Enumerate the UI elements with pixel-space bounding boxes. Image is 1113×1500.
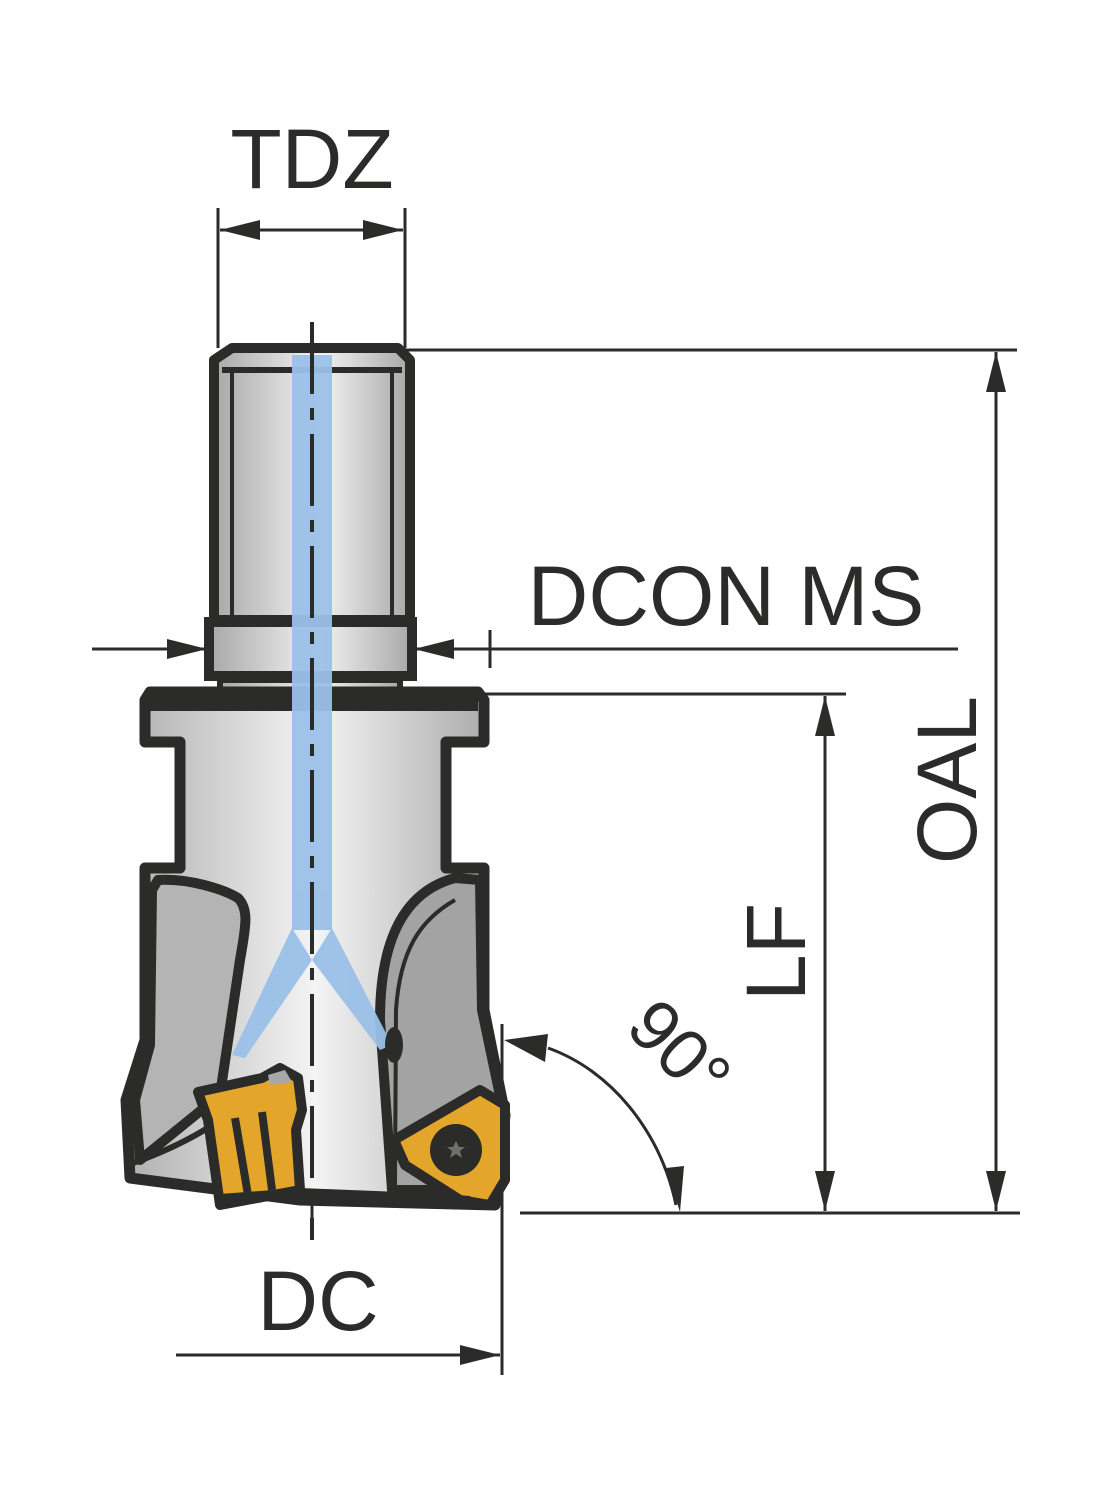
bottom-face xyxy=(219,1187,471,1204)
label-angle: 90° xyxy=(612,984,746,1118)
right-insert xyxy=(389,1085,510,1210)
label-oal: OAL xyxy=(900,696,994,864)
left-insert xyxy=(193,1063,307,1210)
dimension-dc: DC xyxy=(176,1200,500,1365)
label-dcon-ms: DCON MS xyxy=(528,549,925,643)
torx-icon xyxy=(447,1141,465,1158)
dimension-dcon-ms: DCON MS xyxy=(92,549,958,668)
coolant-outlet xyxy=(385,1027,403,1063)
dimension-tdz: TDZ xyxy=(216,112,407,348)
dimension-angle: 90° xyxy=(500,984,746,1375)
label-lf: LF xyxy=(729,903,823,1001)
label-tdz: TDZ xyxy=(230,112,393,206)
dimension-oal: OAL xyxy=(405,348,1020,1215)
dimension-lf: LF xyxy=(478,692,846,1211)
label-dc: DC xyxy=(257,1254,378,1348)
